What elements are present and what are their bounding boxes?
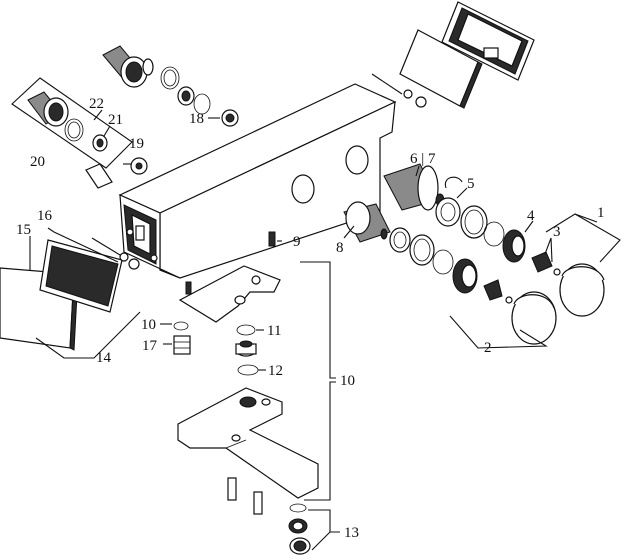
callout-4: 4 (527, 208, 535, 224)
cartridge-6-7 (383, 163, 445, 211)
callout-15: 15 (16, 222, 31, 238)
aerator-13 (288, 503, 311, 555)
spout-body (177, 387, 319, 499)
callout-5: 5 (467, 176, 475, 192)
knob-adapter-2 (452, 258, 513, 304)
screw-3 (531, 251, 561, 276)
oring-11 (236, 324, 256, 336)
callout-3: 3 (553, 224, 561, 240)
anchor-screw-left (85, 163, 113, 189)
callout-16: 16 (37, 208, 53, 224)
callout-22: 22 (89, 96, 104, 112)
knob-adapter-4 (502, 229, 526, 263)
callout-20: 20 (30, 154, 45, 170)
ring-group-8 (389, 227, 454, 275)
fitting-17 (173, 335, 191, 355)
callout-11: 11 (267, 323, 281, 339)
callout-18: 18 (189, 111, 204, 127)
callout-10-top: 10 (141, 317, 156, 333)
clip-5 (444, 176, 463, 189)
gasket-plate (178, 265, 281, 323)
callout-14: 14 (96, 350, 112, 366)
connector-middle (235, 340, 257, 357)
oring-12 (237, 364, 259, 376)
callout-2: 2 (484, 340, 492, 356)
screw-9 (268, 231, 276, 247)
callout-19: 19 (129, 136, 144, 152)
callout-9: 9 (293, 234, 301, 250)
handle-2 (511, 291, 557, 345)
bolt-left (91, 237, 140, 270)
oring-10 (173, 321, 189, 331)
spout-screws (227, 477, 263, 515)
callout-17: 17 (142, 338, 158, 354)
handle-1 (559, 263, 605, 317)
callout-21: 21 (108, 112, 123, 128)
connector-upper (102, 45, 239, 127)
cover-plate-top (399, 29, 483, 109)
cover-frame-top (441, 1, 535, 81)
connector-left-set (11, 77, 133, 169)
nut-19 (130, 157, 148, 175)
callout-1: 1 (597, 205, 605, 221)
callout-10-right: 10 (340, 373, 355, 389)
leader-lines (29, 109, 621, 551)
callout-13: 13 (344, 525, 359, 541)
thermostat-body (118, 83, 397, 279)
cartridge-8 (343, 201, 391, 243)
ring-group-5 (435, 197, 505, 247)
callout-8: 8 (336, 240, 344, 256)
callout-6-7: 6 | 7 (410, 151, 436, 167)
cover-plate-left-back (39, 239, 123, 313)
callout-12: 12 (268, 363, 283, 379)
anchor-screw-right (371, 73, 427, 108)
